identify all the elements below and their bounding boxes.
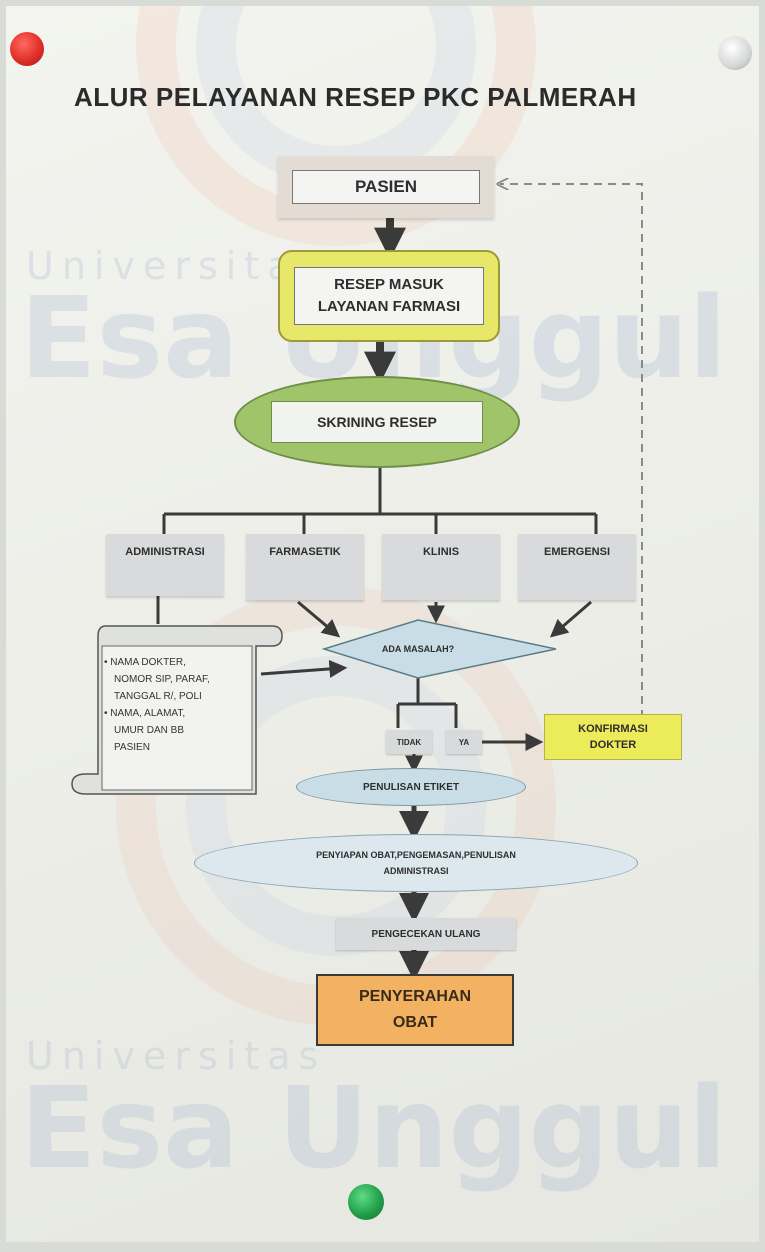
tidak-node: TIDAK bbox=[386, 730, 432, 754]
ya-node: YA bbox=[446, 730, 482, 754]
skrining-resep-label: SKRINING RESEP bbox=[271, 401, 483, 443]
flow-connectors bbox=[156, 6, 643, 981]
resep-masuk-line1: RESEP MASUK bbox=[334, 276, 444, 293]
scroll-list: • NAMA DOKTER, NOMOR SIP, PARAF, TANGGAL… bbox=[104, 654, 254, 756]
klinis-node: KLINIS bbox=[382, 534, 500, 600]
ada-masalah-diamond bbox=[321, 619, 557, 679]
farmasetik-node: FARMASETIK bbox=[246, 534, 364, 600]
penyerahan-line1: PENYERAHAN bbox=[358, 988, 471, 1005]
resep-masuk-node: RESEP MASUK LAYANAN FARMASI bbox=[278, 250, 500, 342]
red-pushpin-icon bbox=[10, 32, 44, 66]
konfirmasi-line2: DOKTER bbox=[589, 739, 637, 751]
poster-paper: Universitas Esa Unggul Universitas Esa U… bbox=[6, 6, 759, 1242]
pasien-label: PASIEN bbox=[292, 170, 480, 204]
requirements-scroll bbox=[71, 625, 283, 795]
scroll-list-item: UMUR DAN BB bbox=[114, 725, 185, 736]
skrining-resep-node: SKRINING RESEP bbox=[234, 376, 520, 468]
watermark-universitas-top: Universitas bbox=[26, 244, 327, 288]
resep-masuk-line2: LAYANAN FARMASI bbox=[317, 298, 461, 315]
emergensi-node: EMERGENSI bbox=[518, 534, 636, 600]
resep-masuk-inner: RESEP MASUK LAYANAN FARMASI bbox=[294, 267, 484, 325]
scroll-list-item: PASIEN bbox=[114, 742, 150, 753]
white-pushpin-icon bbox=[718, 36, 752, 70]
konfirmasi-dokter-node: KONFIRMASI DOKTER bbox=[544, 714, 682, 760]
scroll-list-item: TANGGAL R/, POLI bbox=[114, 691, 202, 702]
watermark-universitas-bottom: Universitas bbox=[26, 1034, 327, 1078]
green-pushpin-icon bbox=[348, 1184, 384, 1220]
pengecekan-ulang-node: PENGECEKAN ULANG bbox=[336, 918, 516, 950]
pasien-node: PASIEN bbox=[278, 156, 494, 218]
administrasi-node: ADMINISTRASI bbox=[106, 534, 224, 596]
penyiapan-obat-node: PENYIAPAN OBAT,PENGEMASAN,PENULISAN ADMI… bbox=[194, 834, 638, 892]
penyerahan-line2: OBAT bbox=[392, 1014, 438, 1031]
scroll-list-item: • NAMA, ALAMAT, bbox=[104, 708, 186, 719]
page-title: ALUR PELAYANAN RESEP PKC PALMERAH bbox=[74, 82, 637, 112]
penulisan-etiket-node: PENULISAN ETIKET bbox=[296, 768, 526, 806]
penyerahan-obat-node: PENYERAHAN OBAT bbox=[316, 974, 514, 1046]
penyiapan-line1: PENYIAPAN OBAT,PENGEMASAN,PENULISAN bbox=[316, 850, 516, 860]
scroll-list-item: • NAMA DOKTER, bbox=[104, 657, 186, 668]
penyiapan-line2: ADMINISTRASI bbox=[383, 866, 449, 876]
konfirmasi-line1: KONFIRMASI bbox=[578, 723, 648, 735]
ada-masalah-label: ADA MASALAH? bbox=[381, 644, 455, 654]
scroll-list-item: NOMOR SIP, PARAF, bbox=[114, 674, 210, 685]
